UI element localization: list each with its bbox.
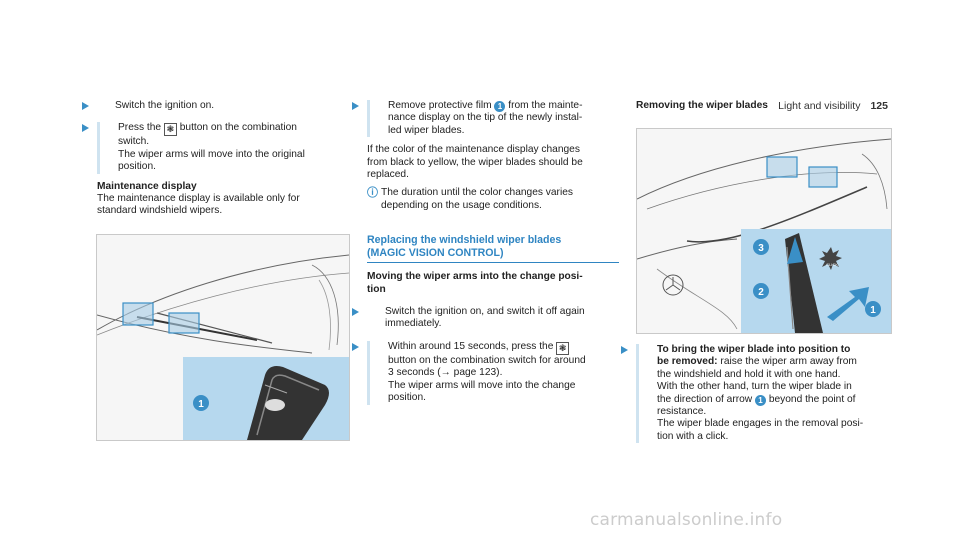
callout-number: 1: [870, 305, 876, 316]
wiper-removal-illustration: CLICK 3 2 1: [636, 128, 892, 334]
step-text-part: be removed:: [657, 356, 718, 368]
callout-marker: [753, 283, 769, 299]
callout-number: 1: [198, 399, 204, 410]
subheading: Moving the wiper arms into the change po…: [367, 271, 619, 296]
callout-marker: [865, 301, 881, 317]
step-arrow-icon: [352, 308, 359, 317]
body-text: depending on the usage conditions.: [381, 199, 542, 211]
step-text: be removed: raise the wiper arm away fro…: [657, 356, 890, 368]
step-arrow-icon: [82, 102, 89, 110]
direction-arrow: [827, 287, 869, 321]
info-note: ⓘ The duration until the color changes v…: [367, 187, 619, 212]
step-text: The wiper blade engages in the removal p…: [657, 418, 864, 430]
callout-number: 2: [758, 287, 764, 298]
body-text: replaced.: [367, 169, 409, 181]
callout-marker: [753, 239, 769, 255]
step-text: Within around 15 seconds, press the ❃: [388, 341, 619, 355]
body-text: The duration until the color changes var…: [381, 187, 573, 199]
step-arrow-icon: [621, 346, 628, 354]
step-text-part: Press the: [118, 122, 162, 134]
step-text: tion with a click.: [657, 430, 729, 442]
windshield-wiper-illustration: 1: [96, 234, 350, 441]
windshield-drawing: 1: [97, 235, 349, 440]
highlight-box: [808, 166, 838, 188]
body-text: If the color of the maintenance display …: [367, 144, 580, 156]
watermark: carmanualsonline.info: [590, 510, 783, 530]
wiper-switch-icon: ❃: [556, 341, 570, 355]
section-title: Replacing the windshield wiper blades (M…: [367, 234, 619, 264]
step-text-part: Remove protective film: [388, 100, 492, 111]
instruction-step: Within around 15 seconds, press the ❃ bu…: [352, 340, 619, 405]
step-text: resistance.: [657, 406, 707, 418]
step-text: position.: [388, 392, 426, 404]
step-text: the windshield and hold it with one hand…: [657, 368, 841, 380]
click-burst-icon: [819, 247, 842, 270]
step-text: the direction of arrow 1 beyond the poin…: [657, 394, 890, 406]
callout-badge: 1: [754, 394, 766, 406]
step-text-part: beyond the point of: [768, 393, 856, 405]
instruction-step: Press the ❃ button on the combination sw…: [82, 122, 347, 174]
step-text-part: raise the wiper arm away from: [720, 356, 857, 368]
step-text-part: Within around 15 seconds, press the: [388, 340, 554, 352]
instruction-step: Switch the ignition on, and switch it of…: [352, 306, 619, 331]
removal-heading: Removing the wiper blades: [636, 100, 768, 111]
section-title-line: (MAGIC VISION CONTROL): [367, 246, 504, 259]
step-text-part: from the mainte-: [508, 100, 583, 111]
step-text-part: the direction of arrow: [657, 393, 753, 405]
section-title-line: Replacing the windshield wiper blades: [367, 234, 562, 247]
info-icon: ⓘ: [367, 187, 378, 200]
step-text: Switch the ignition on.: [115, 100, 215, 111]
click-label: CLICK: [826, 262, 838, 267]
instruction-step: To bring the wiper blade into position t…: [621, 344, 890, 444]
paragraph: If the color of the maintenance display …: [367, 144, 619, 181]
section-name: Light and visibility: [778, 100, 861, 112]
subheading-line: tion: [367, 283, 386, 295]
car-front-drawing: CLICK 3 2 1: [637, 129, 891, 333]
callout-badge: 1: [494, 101, 506, 112]
upward-arrow: [787, 237, 803, 264]
maintenance-heading: Maintenance display: [97, 180, 197, 192]
subheading-line: Moving the wiper arms into the change po…: [367, 271, 583, 283]
step-arrow-icon: [352, 102, 359, 110]
highlight-box: [122, 302, 154, 326]
column-1: Switch the ignition on. Press the ❃ butt…: [82, 100, 347, 218]
step-text: With the other hand, turn the wiper blad…: [657, 381, 852, 393]
step-text: The wiper arms will move into the change: [388, 379, 576, 391]
column-2: Remove protective film 1 from the mainte…: [352, 100, 619, 412]
step-text: To bring the wiper blade into position t…: [657, 344, 851, 355]
step-text: Press the ❃ button on the combination: [118, 122, 347, 137]
step-text: position.: [118, 161, 156, 173]
callout-number: 3: [758, 243, 764, 254]
step-text: Switch the ignition on, and switch it of…: [385, 306, 585, 318]
step-arrow-icon: [352, 342, 359, 351]
wiper-switch-icon: ❃: [163, 123, 177, 137]
step-text: 3 seconds (→ page 123).: [388, 367, 503, 379]
page-number: 125: [870, 100, 888, 112]
step-text: switch.: [118, 136, 150, 148]
step-text: button on the combination switch for aro…: [388, 354, 586, 366]
body-text: standard windshield wipers.: [97, 205, 223, 217]
callout-marker: [193, 395, 209, 411]
step-text-part: button on the combination: [179, 122, 297, 134]
page-header: Light and visibility 125: [778, 100, 888, 112]
body-text: The maintenance display is available onl…: [97, 193, 300, 205]
instruction-step: Switch the ignition on.: [82, 100, 347, 112]
step-text: led wiper blades.: [388, 124, 465, 136]
step-text: immediately.: [385, 318, 442, 330]
highlight-box: [766, 156, 798, 178]
column-3: Removing the wiper blades: [636, 100, 890, 112]
highlight-box: [168, 312, 200, 334]
step-text: Remove protective film 1 from the mainte…: [388, 100, 619, 112]
instruction-step: Remove protective film 1 from the mainte…: [352, 100, 619, 138]
body-text: from black to yellow, the wiper blades s…: [367, 156, 583, 168]
step-arrow-icon: [82, 124, 89, 133]
removal-step-block: To bring the wiper blade into position t…: [621, 344, 890, 450]
step-text: The wiper arms will move into the origin…: [118, 148, 305, 160]
step-text: nance display on the tip of the newly in…: [388, 112, 583, 124]
